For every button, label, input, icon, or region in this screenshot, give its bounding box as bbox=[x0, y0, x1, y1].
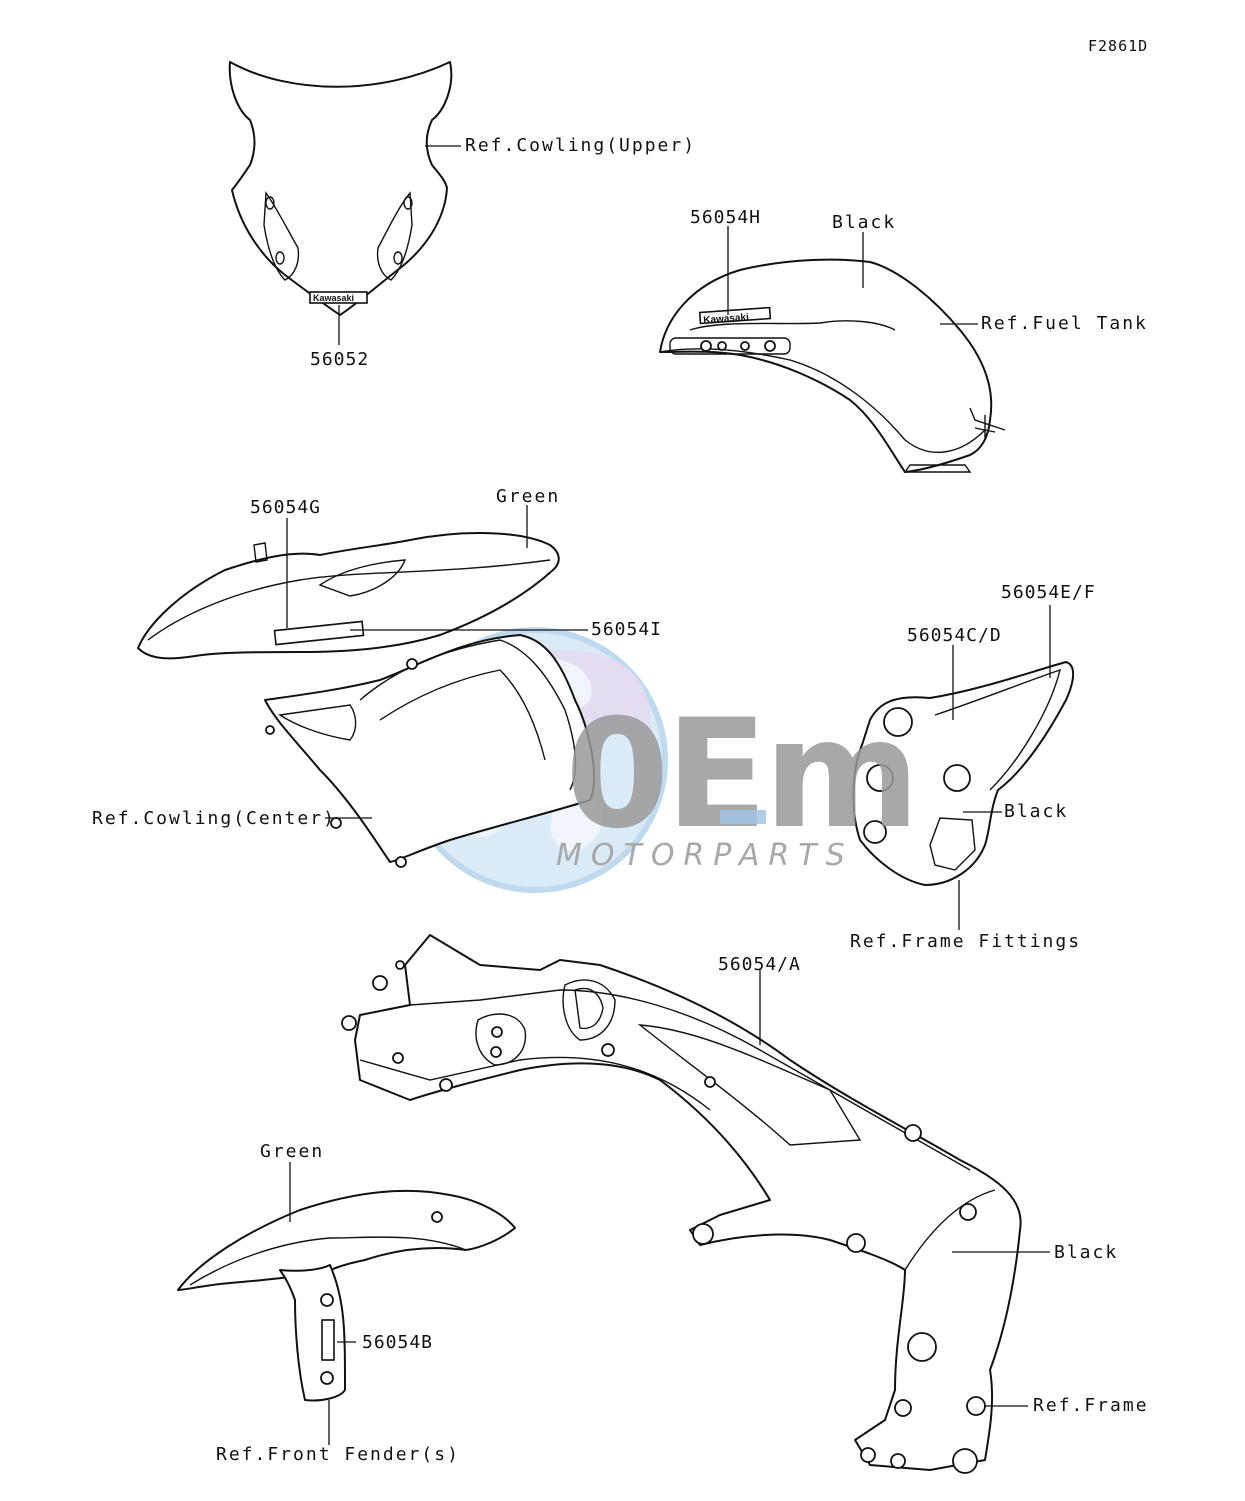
leader-lines bbox=[286, 145, 1051, 1445]
fuel-tank-brand-decal: Kawasaki bbox=[703, 312, 749, 326]
label-ref-front-fender: Ref.Front Fender(s) bbox=[216, 1444, 460, 1465]
label-part-56054ef: 56054E/F bbox=[1001, 582, 1096, 603]
upper-cowl-brand-decal: Kawasaki bbox=[313, 293, 354, 303]
label-part-56054i: 56054I bbox=[591, 619, 663, 640]
watermark-logo-accent bbox=[720, 810, 766, 824]
label-ref-fuel-tank: Ref.Fuel Tank bbox=[981, 313, 1148, 334]
watermark-logo: 0Em bbox=[565, 688, 920, 862]
frame-fittings bbox=[852, 661, 1075, 886]
fuel-tank: Kawasaki bbox=[659, 258, 1006, 473]
front-fender bbox=[177, 1189, 516, 1402]
center-cowling bbox=[137, 532, 596, 868]
label-part-56054g: 56054G bbox=[250, 497, 322, 518]
label-part-56054h: 56054H bbox=[690, 207, 762, 228]
figure-code: F2861D bbox=[1088, 37, 1149, 55]
label-green-fender: Green bbox=[260, 1141, 325, 1162]
label-ref-frame: Ref.Frame bbox=[1033, 1395, 1149, 1416]
main-frame bbox=[341, 934, 1022, 1474]
watermark-text: MOTORPARTS bbox=[556, 838, 854, 873]
label-black-frame-fittings: Black bbox=[1004, 801, 1069, 822]
label-ref-cowling-upper: Ref.Cowling(Upper) bbox=[465, 135, 697, 156]
upper-cowling: Kawasaki bbox=[228, 61, 453, 316]
label-part-56054b: 56054B bbox=[362, 1332, 434, 1353]
label-part-56054cd: 56054C/D bbox=[907, 625, 1002, 646]
label-black-fuel-tank: Black bbox=[832, 212, 897, 233]
label-ref-cowling-center: Ref.Cowling(Center) bbox=[92, 808, 336, 829]
label-ref-frame-fittings: Ref.Frame Fittings bbox=[850, 931, 1082, 952]
label-green-cowling: Green bbox=[496, 486, 561, 507]
label-part-56052: 56052 bbox=[310, 349, 370, 370]
label-black-frame: Black bbox=[1054, 1242, 1119, 1263]
label-part-56054a: 56054/A bbox=[718, 954, 801, 975]
